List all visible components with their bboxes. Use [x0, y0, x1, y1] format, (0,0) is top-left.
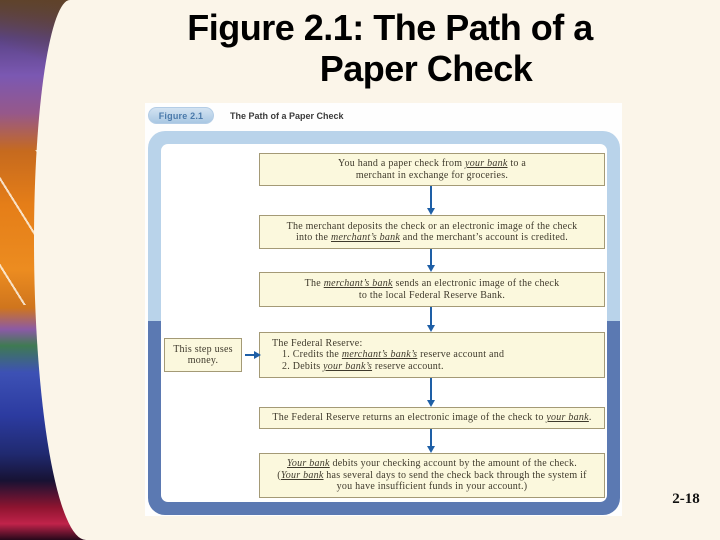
- right-arrow: [245, 351, 261, 359]
- slide-title: Figure 2.1: The Path of a Paper Check: [110, 7, 670, 89]
- down-arrow-3: [427, 307, 435, 332]
- page-number: 2-18: [672, 491, 700, 507]
- flow-box-step-3: The merchant’s bank sends an electronic …: [259, 272, 605, 307]
- figure-badge: Figure 2.1: [148, 107, 214, 124]
- slide-title-line-1: Figure 2.1: The Path of a: [187, 7, 593, 48]
- down-arrow-2: [427, 249, 435, 272]
- figure-panel: Figure 2.1 The Path of a Paper Check You…: [145, 103, 622, 516]
- flow-box-step-2: The merchant deposits the check or an el…: [259, 215, 605, 249]
- flow-box-step-5: The Federal Reserve returns an electroni…: [259, 407, 605, 429]
- flow-box-step-6: Your bank debits your checking account b…: [259, 453, 605, 498]
- down-arrow-4: [427, 378, 435, 407]
- down-arrow-1: [427, 186, 435, 215]
- flow-frame: You hand a paper check from your bank to…: [148, 131, 620, 515]
- flow-box-step-4-federal-reserve: The Federal Reserve:1. Credits the merch…: [259, 332, 605, 378]
- figure-header-title: The Path of a Paper Check: [230, 111, 344, 121]
- down-arrow-5: [427, 429, 435, 453]
- flow-box-step-1: You hand a paper check from your bank to…: [259, 153, 605, 186]
- slide-title-line-2: Paper Check: [319, 48, 533, 89]
- side-note-line-1: This step uses: [173, 343, 233, 355]
- flow-canvas: You hand a paper check from your bank to…: [161, 144, 607, 502]
- side-note-line-2: money.: [187, 355, 219, 366]
- side-note-box: This step uses money.: [164, 338, 242, 372]
